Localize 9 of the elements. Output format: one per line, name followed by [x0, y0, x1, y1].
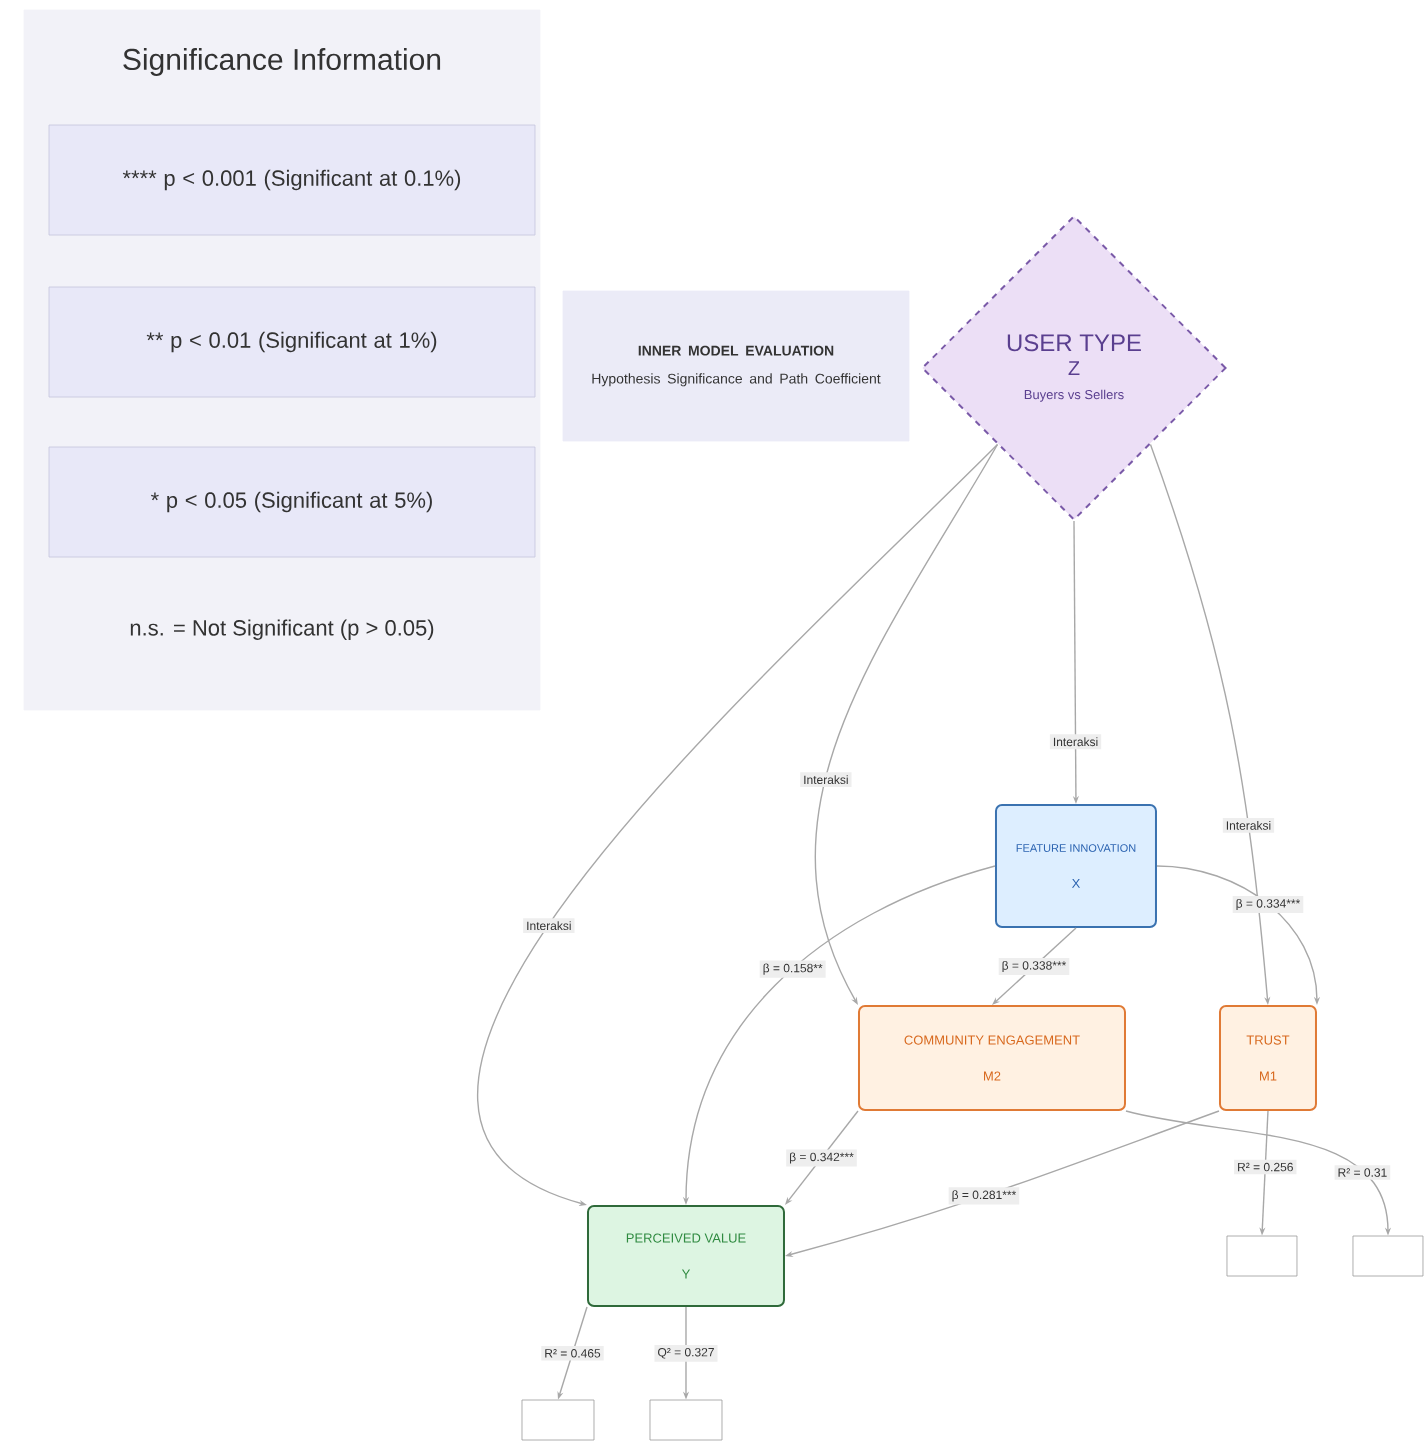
arrow — [814, 443, 999, 1005]
legend-box: * p < 0.05 (Significant at 5%) — [48, 446, 536, 558]
arrow — [477, 443, 999, 1206]
legend-box: **** p < 0.001 (Significant at 0.1%) — [48, 124, 536, 236]
result-box — [649, 1399, 723, 1441]
legend-box: ** p < 0.01 (Significant at 1%) — [48, 286, 536, 398]
result-box — [1352, 1235, 1424, 1277]
result-box — [1226, 1235, 1298, 1277]
result-box — [521, 1399, 595, 1441]
